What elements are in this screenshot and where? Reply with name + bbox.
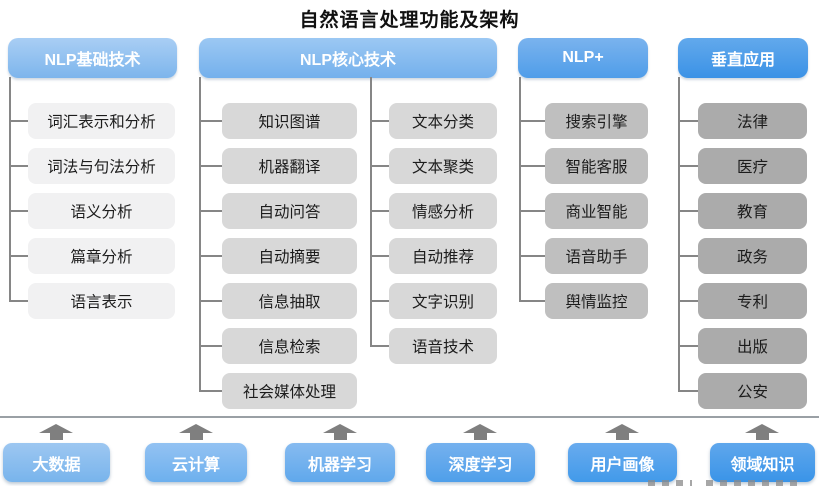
diagram-title: 自然语言处理功能及架构 [299,10,520,31]
arrow-stem [333,433,347,440]
connector-tick [519,255,545,257]
node-item: 公安 [698,373,807,409]
node-item: 语言表示 [28,283,175,319]
node-item: 舆情监控 [545,283,648,319]
foundation-item: 用户画像 [568,443,677,482]
node-item: 商业智能 [545,193,648,229]
connector-vline [199,77,201,390]
up-arrow-icon [745,424,779,440]
node-item: 篇章分析 [28,238,175,274]
connector-tick [678,300,698,302]
node-item: 智能客服 [545,148,648,184]
node-item: 法律 [698,103,807,139]
connector-tick [370,345,389,347]
connector-tick [519,300,545,302]
connector-tick [9,120,28,122]
arrow-head [323,424,357,433]
node-item: 知识图谱 [222,103,357,139]
arrow-stem [473,433,487,440]
connector-vline [9,77,11,302]
connector-tick [370,255,389,257]
connector-tick [199,300,222,302]
arrow-head [745,424,779,433]
node-item: 教育 [698,193,807,229]
connector-tick [9,210,28,212]
connector-vline [519,77,521,300]
foundation-item: 领域知识 [710,443,815,482]
foundation-item: 深度学习 [426,443,535,482]
watermark-fragment [706,480,802,486]
foundation-item: 大数据 [3,443,110,482]
connector-tick [9,300,28,302]
connector-tick [199,210,222,212]
connector-tick [9,255,28,257]
column-header-nlp-plus: NLP+ [518,38,648,78]
separator-line [0,416,819,418]
arrow-stem [755,433,769,440]
node-item: 语义分析 [28,193,175,229]
node-item: 自动问答 [222,193,357,229]
up-arrow-icon [39,424,73,440]
up-arrow-icon [323,424,357,440]
node-item: 专利 [698,283,807,319]
connector-tick [678,255,698,257]
foundation-item: 云计算 [145,443,247,482]
foundation-item: 机器学习 [285,443,395,482]
connector-tick [678,165,698,167]
node-item: 语音助手 [545,238,648,274]
up-arrow-icon [179,424,213,440]
connector-tick [199,255,222,257]
up-arrow-icon [605,424,639,440]
node-item: 自动推荐 [389,238,497,274]
connector-tick [678,390,698,392]
node-item: 信息抽取 [222,283,357,319]
connector-tick [370,300,389,302]
node-item: 出版 [698,328,807,364]
node-item: 社会媒体处理 [222,373,357,409]
column-header-nlp-core: NLP核心技术 [199,38,497,78]
arrow-stem [615,433,629,440]
connector-tick [199,345,222,347]
node-item: 信息检索 [222,328,357,364]
node-item: 政务 [698,238,807,274]
connector-tick [370,210,389,212]
arrow-head [605,424,639,433]
node-item: 情感分析 [389,193,497,229]
node-item: 文本分类 [389,103,497,139]
node-item: 文字识别 [389,283,497,319]
column-header-vertical-apps: 垂直应用 [678,38,808,78]
connector-tick [519,120,545,122]
node-item: 词法与句法分析 [28,148,175,184]
connector-tick [678,210,698,212]
connector-tick [678,345,698,347]
arrow-head [39,424,73,433]
arrow-head [463,424,497,433]
connector-tick [519,210,545,212]
arrow-head [179,424,213,433]
node-item: 文本聚类 [389,148,497,184]
connector-tick [370,165,389,167]
up-arrow-icon [463,424,497,440]
connector-tick [199,390,222,392]
arrow-stem [49,433,63,440]
node-item: 词汇表示和分析 [28,103,175,139]
column-header-nlp-basic: NLP基础技术 [8,38,177,78]
connector-tick [199,120,222,122]
connector-tick [199,165,222,167]
watermark-fragment [648,480,692,486]
arrow-stem [189,433,203,440]
connector-tick [519,165,545,167]
connector-tick [370,120,389,122]
node-item: 语音技术 [389,328,497,364]
connector-tick [9,165,28,167]
connector-tick [678,120,698,122]
connector-vline [678,77,680,390]
node-item: 机器翻译 [222,148,357,184]
node-item: 搜索引擎 [545,103,648,139]
node-item: 医疗 [698,148,807,184]
node-item: 自动摘要 [222,238,357,274]
